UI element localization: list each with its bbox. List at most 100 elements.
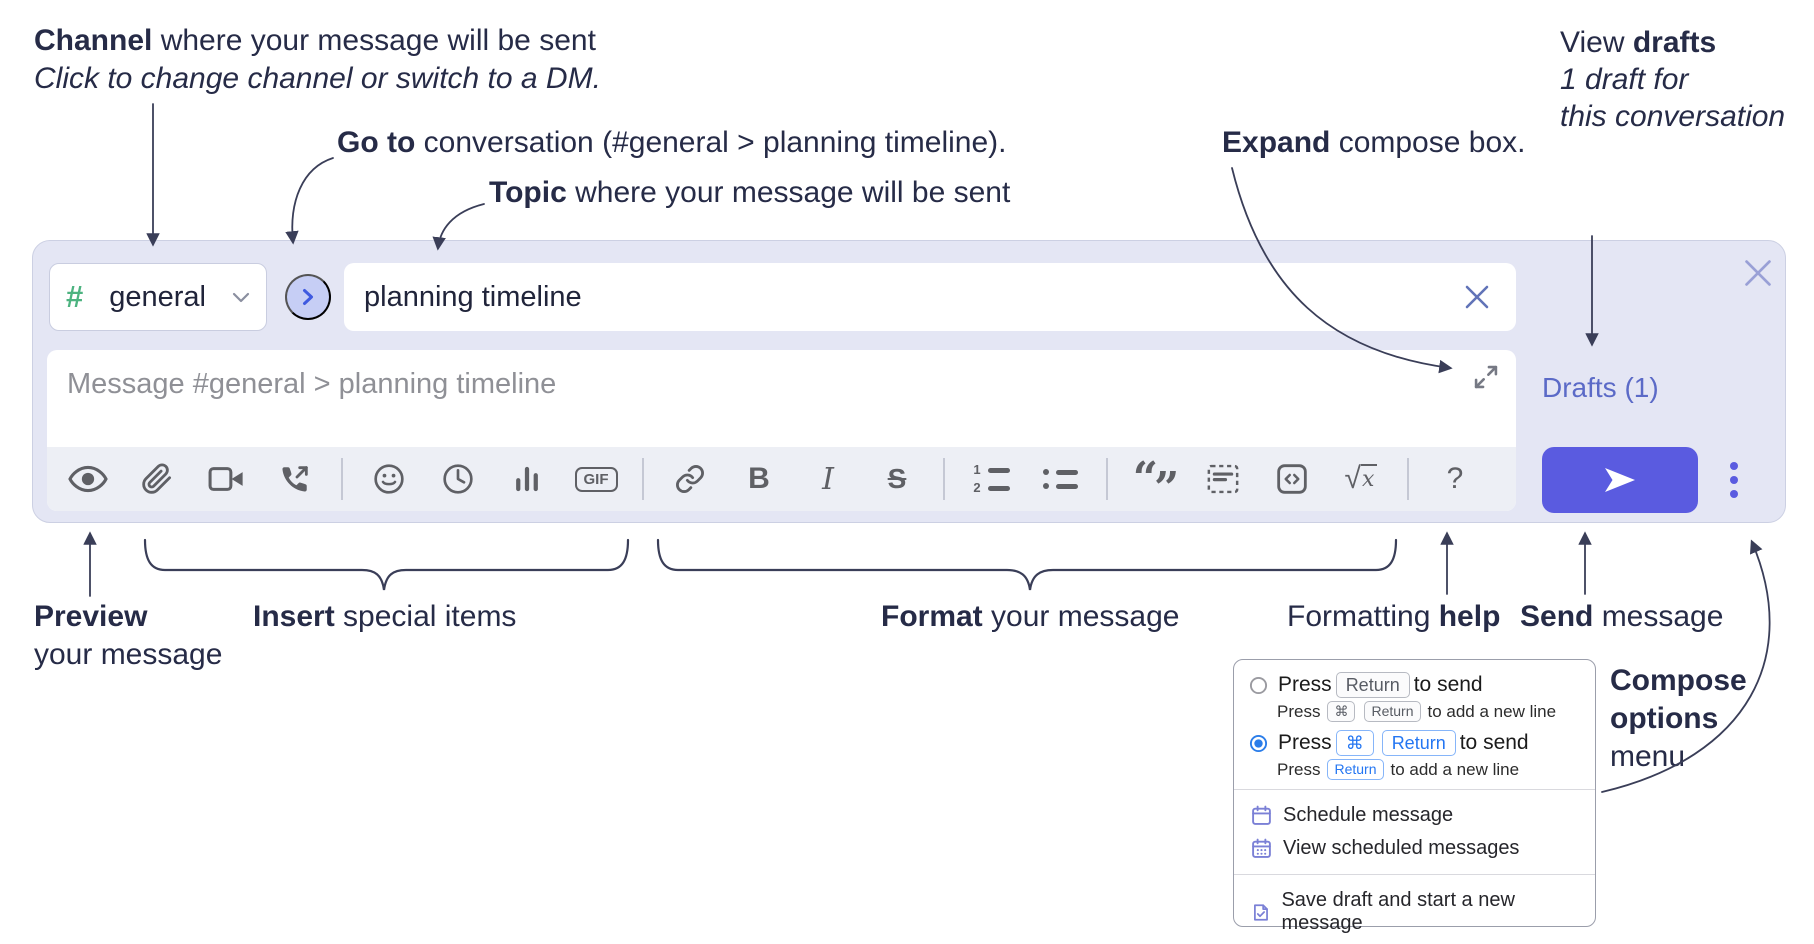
spoiler-icon[interactable] — [1200, 456, 1246, 502]
topic-input[interactable] — [344, 263, 1516, 331]
kbd-return: Return — [1381, 730, 1456, 756]
expand-compose-button[interactable] — [1472, 363, 1500, 391]
bold-icon[interactable]: B — [736, 456, 782, 502]
menu-item-view-scheduled[interactable]: View scheduled messages — [1249, 832, 1580, 865]
italic-glyph: I — [822, 461, 834, 497]
toolbar-divider — [1106, 458, 1108, 500]
help-glyph: ? — [1446, 462, 1464, 495]
annotation-topic: Topic where your message will be sent — [489, 176, 1011, 209]
compose-box: # general — [32, 240, 1786, 523]
dot — [1730, 462, 1738, 470]
strike-glyph: S — [887, 463, 907, 494]
annotation-drafts-line2: 1 draft for — [1560, 63, 1689, 96]
brace-insert — [143, 538, 630, 591]
annotation-channel-line1: Channel where your message will be sent — [34, 24, 596, 57]
compose-toolbar: GIF B I S 1 2 — [47, 447, 1516, 511]
video-call-icon[interactable] — [203, 456, 249, 502]
toolbar-divider — [943, 458, 945, 500]
annotation-preview-line1: Preview — [34, 600, 148, 633]
compose-options-menu-button[interactable] — [1719, 454, 1749, 506]
annotation-drafts-line1: View drafts — [1560, 26, 1717, 59]
close-icon — [1465, 285, 1489, 309]
radio-unselected-icon[interactable] — [1249, 676, 1268, 695]
message-area: GIF B I S 1 2 — [47, 350, 1516, 511]
channel-name: general — [109, 280, 206, 313]
draft-check-icon — [1254, 903, 1268, 921]
kbd-return: Return — [1335, 672, 1410, 698]
chevron-down-icon — [232, 292, 250, 302]
annotation-preview: Preview your message — [34, 598, 222, 674]
popup-divider — [1234, 874, 1595, 875]
gif-icon[interactable]: GIF — [573, 456, 619, 502]
message-formatting-help-icon[interactable]: ? — [1432, 456, 1478, 502]
send-button[interactable] — [1542, 447, 1698, 513]
kbd-cmd: ⌘ — [1327, 701, 1356, 722]
annotation-channel: Channel where your message will be sent … — [34, 22, 601, 98]
list-num-1: 1 — [973, 462, 981, 477]
attach-file-icon[interactable] — [134, 456, 180, 502]
annotation-preview-line2: your message — [34, 638, 223, 671]
poll-icon[interactable] — [504, 456, 550, 502]
toolbar-divider — [642, 458, 644, 500]
menu-item-label: View scheduled messages — [1283, 837, 1520, 859]
annotation-format: Format your message — [881, 600, 1180, 633]
numbered-list-icon[interactable]: 1 2 — [968, 456, 1014, 502]
annotation-drafts: View drafts 1 draft for this conversatio… — [1560, 24, 1785, 135]
channel-hash-icon: # — [66, 279, 84, 314]
brace-format — [656, 538, 1398, 591]
voice-call-icon[interactable] — [272, 456, 318, 502]
annotation-send: Send message — [1520, 600, 1724, 633]
channel-selector[interactable]: # general — [49, 263, 267, 331]
annotation-insert: Insert special items — [253, 600, 517, 633]
kbd-cmd: ⌘ — [1335, 730, 1374, 756]
strikethrough-icon[interactable]: S — [874, 456, 920, 502]
italic-icon[interactable]: I — [805, 456, 851, 502]
preview-icon[interactable] — [65, 456, 111, 502]
annotation-goto: Go to conversation (#general > planning … — [337, 126, 1007, 159]
annotation-expand: Expand compose box. — [1222, 126, 1526, 159]
drafts-link[interactable]: Drafts (1) — [1542, 372, 1659, 403]
popup-divider — [1234, 789, 1595, 790]
bold-glyph: B — [748, 462, 770, 495]
menu-item-save-draft[interactable]: Save draft and start a new message — [1249, 884, 1580, 940]
link-icon[interactable] — [667, 456, 713, 502]
message-input[interactable] — [47, 350, 1516, 445]
calendar-grid-icon — [1252, 838, 1271, 858]
annotation-help: Formatting help — [1287, 600, 1501, 633]
menu-item-schedule-message[interactable]: Schedule message — [1249, 799, 1580, 832]
code-icon[interactable] — [1269, 456, 1315, 502]
close-compose-button[interactable] — [1741, 257, 1775, 291]
annotation-compose-menu: Compose options menu — [1610, 664, 1747, 773]
bulleted-list-icon[interactable] — [1037, 456, 1083, 502]
menu-item-label: Save draft and start a new message — [1281, 889, 1515, 934]
quote-glyph: “” — [1132, 453, 1180, 514]
list-num-2: 2 — [973, 480, 981, 495]
gif-label: GIF — [574, 466, 618, 492]
quote-icon[interactable]: “” — [1131, 453, 1180, 514]
dot — [1730, 490, 1738, 498]
kbd-return: Return — [1327, 759, 1384, 780]
topic-clear-button[interactable] — [1461, 281, 1493, 313]
math-icon[interactable]: √x — [1338, 456, 1384, 502]
send-icon — [1605, 468, 1635, 492]
annotation-channel-line2: Click to change channel or switch to a D… — [34, 62, 601, 95]
go-to-conversation-button[interactable] — [285, 274, 331, 320]
radio-selected-icon[interactable] — [1249, 734, 1268, 753]
annotation-drafts-line3: this conversation — [1560, 100, 1786, 133]
emoji-icon[interactable] — [366, 456, 412, 502]
calendar-icon — [1252, 805, 1271, 825]
menu-item-label: Schedule message — [1283, 804, 1454, 826]
kbd-return: Return — [1364, 701, 1421, 722]
connector-goto — [285, 157, 334, 245]
global-time-icon[interactable] — [435, 456, 481, 502]
dot — [1730, 476, 1738, 484]
math-glyph: √x — [1345, 464, 1378, 494]
